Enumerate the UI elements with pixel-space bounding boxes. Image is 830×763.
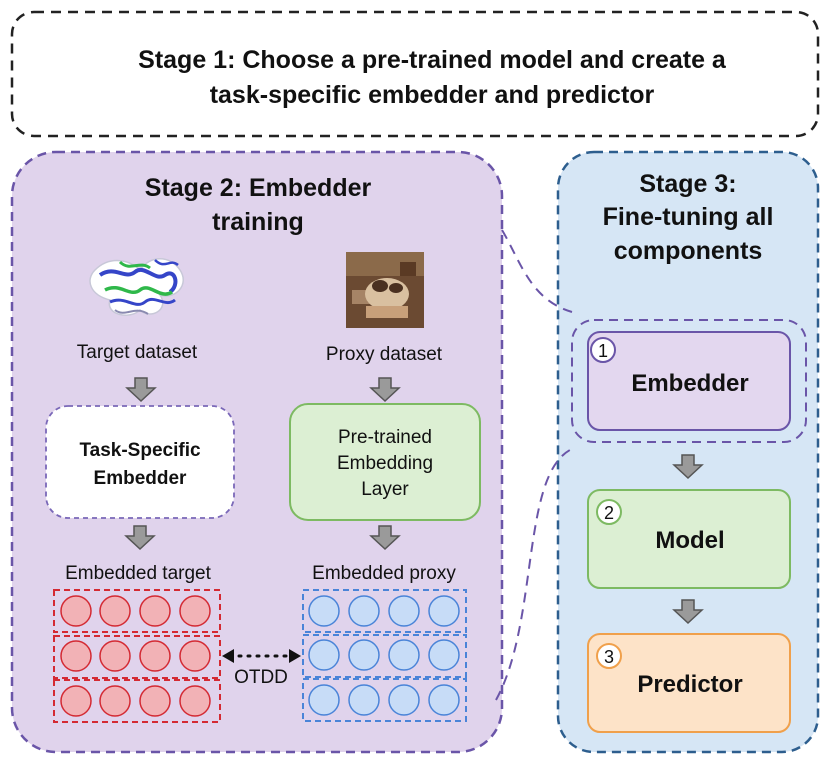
stage1-title-line1: Stage 1: Choose a pre-trained model and …: [138, 46, 727, 74]
down-arrow-icon: [125, 377, 157, 403]
stage3-embedder-label: Embedder: [631, 370, 748, 397]
embedded-target-grid: [53, 589, 221, 723]
stage3-title-line3: components: [614, 237, 763, 265]
stage3-box: Stage 3: Fine-tuning all components: [556, 150, 820, 754]
embedded-proxy-label: Embedded proxy: [312, 563, 456, 584]
stage3-predictor-box: 3 Predictor: [587, 633, 791, 733]
stage1-box: Stage 1: Choose a pre-trained model and …: [10, 10, 820, 138]
embedded-proxy-grid: [302, 589, 467, 722]
protein-structure-image: [89, 258, 184, 316]
step-1-badge: [590, 337, 616, 363]
task-specific-embedder-box: Task-Specific Embedder: [45, 405, 235, 519]
frog-image: [346, 252, 424, 328]
stage3-model-label: Model: [655, 527, 724, 554]
stage3-predictor-label: Predictor: [637, 671, 742, 698]
zoom-connector-lines: [495, 229, 575, 701]
step-3-badge: [596, 643, 622, 669]
down-arrow-icon: [672, 454, 704, 480]
stage2-title-line2: training: [212, 208, 304, 236]
pretrained-line2: Embedding: [337, 453, 433, 474]
embedder-highlight-outline: [571, 319, 807, 443]
down-arrow-icon: [124, 525, 156, 551]
stage3-embedder-box: 1 Embedder: [587, 331, 791, 431]
down-arrow-icon: [369, 525, 401, 551]
stage2-title-line1: Stage 2: Embedder: [145, 174, 372, 202]
down-arrow-icon: [369, 377, 401, 403]
stage3-title-line2: Fine-tuning all: [603, 203, 774, 231]
target-dataset-label: Target dataset: [77, 342, 198, 363]
step-3-number: 3: [604, 647, 614, 667]
step-2-number: 2: [604, 503, 614, 523]
embedded-target-label: Embedded target: [65, 563, 211, 584]
down-arrow-icon: [672, 599, 704, 625]
pretrained-line1: Pre-trained: [338, 427, 432, 448]
otdd-double-arrow: [222, 649, 301, 663]
stage3-model-box: 2 Model: [587, 489, 791, 589]
task-embedder-line2: Embedder: [94, 468, 188, 489]
task-embedder-line1: Task-Specific: [79, 440, 201, 461]
step-1-number: 1: [598, 341, 608, 361]
otdd-label: OTDD: [234, 667, 288, 688]
pretrained-embedding-layer-box: Pre-trained Embedding Layer: [289, 403, 481, 521]
pretrained-line3: Layer: [361, 479, 409, 500]
stage1-title-line2: task-specific embedder and predictor: [210, 81, 655, 109]
step-2-badge: [596, 499, 622, 525]
stage3-title-line1: Stage 3:: [639, 170, 736, 198]
proxy-dataset-label: Proxy dataset: [326, 344, 443, 365]
